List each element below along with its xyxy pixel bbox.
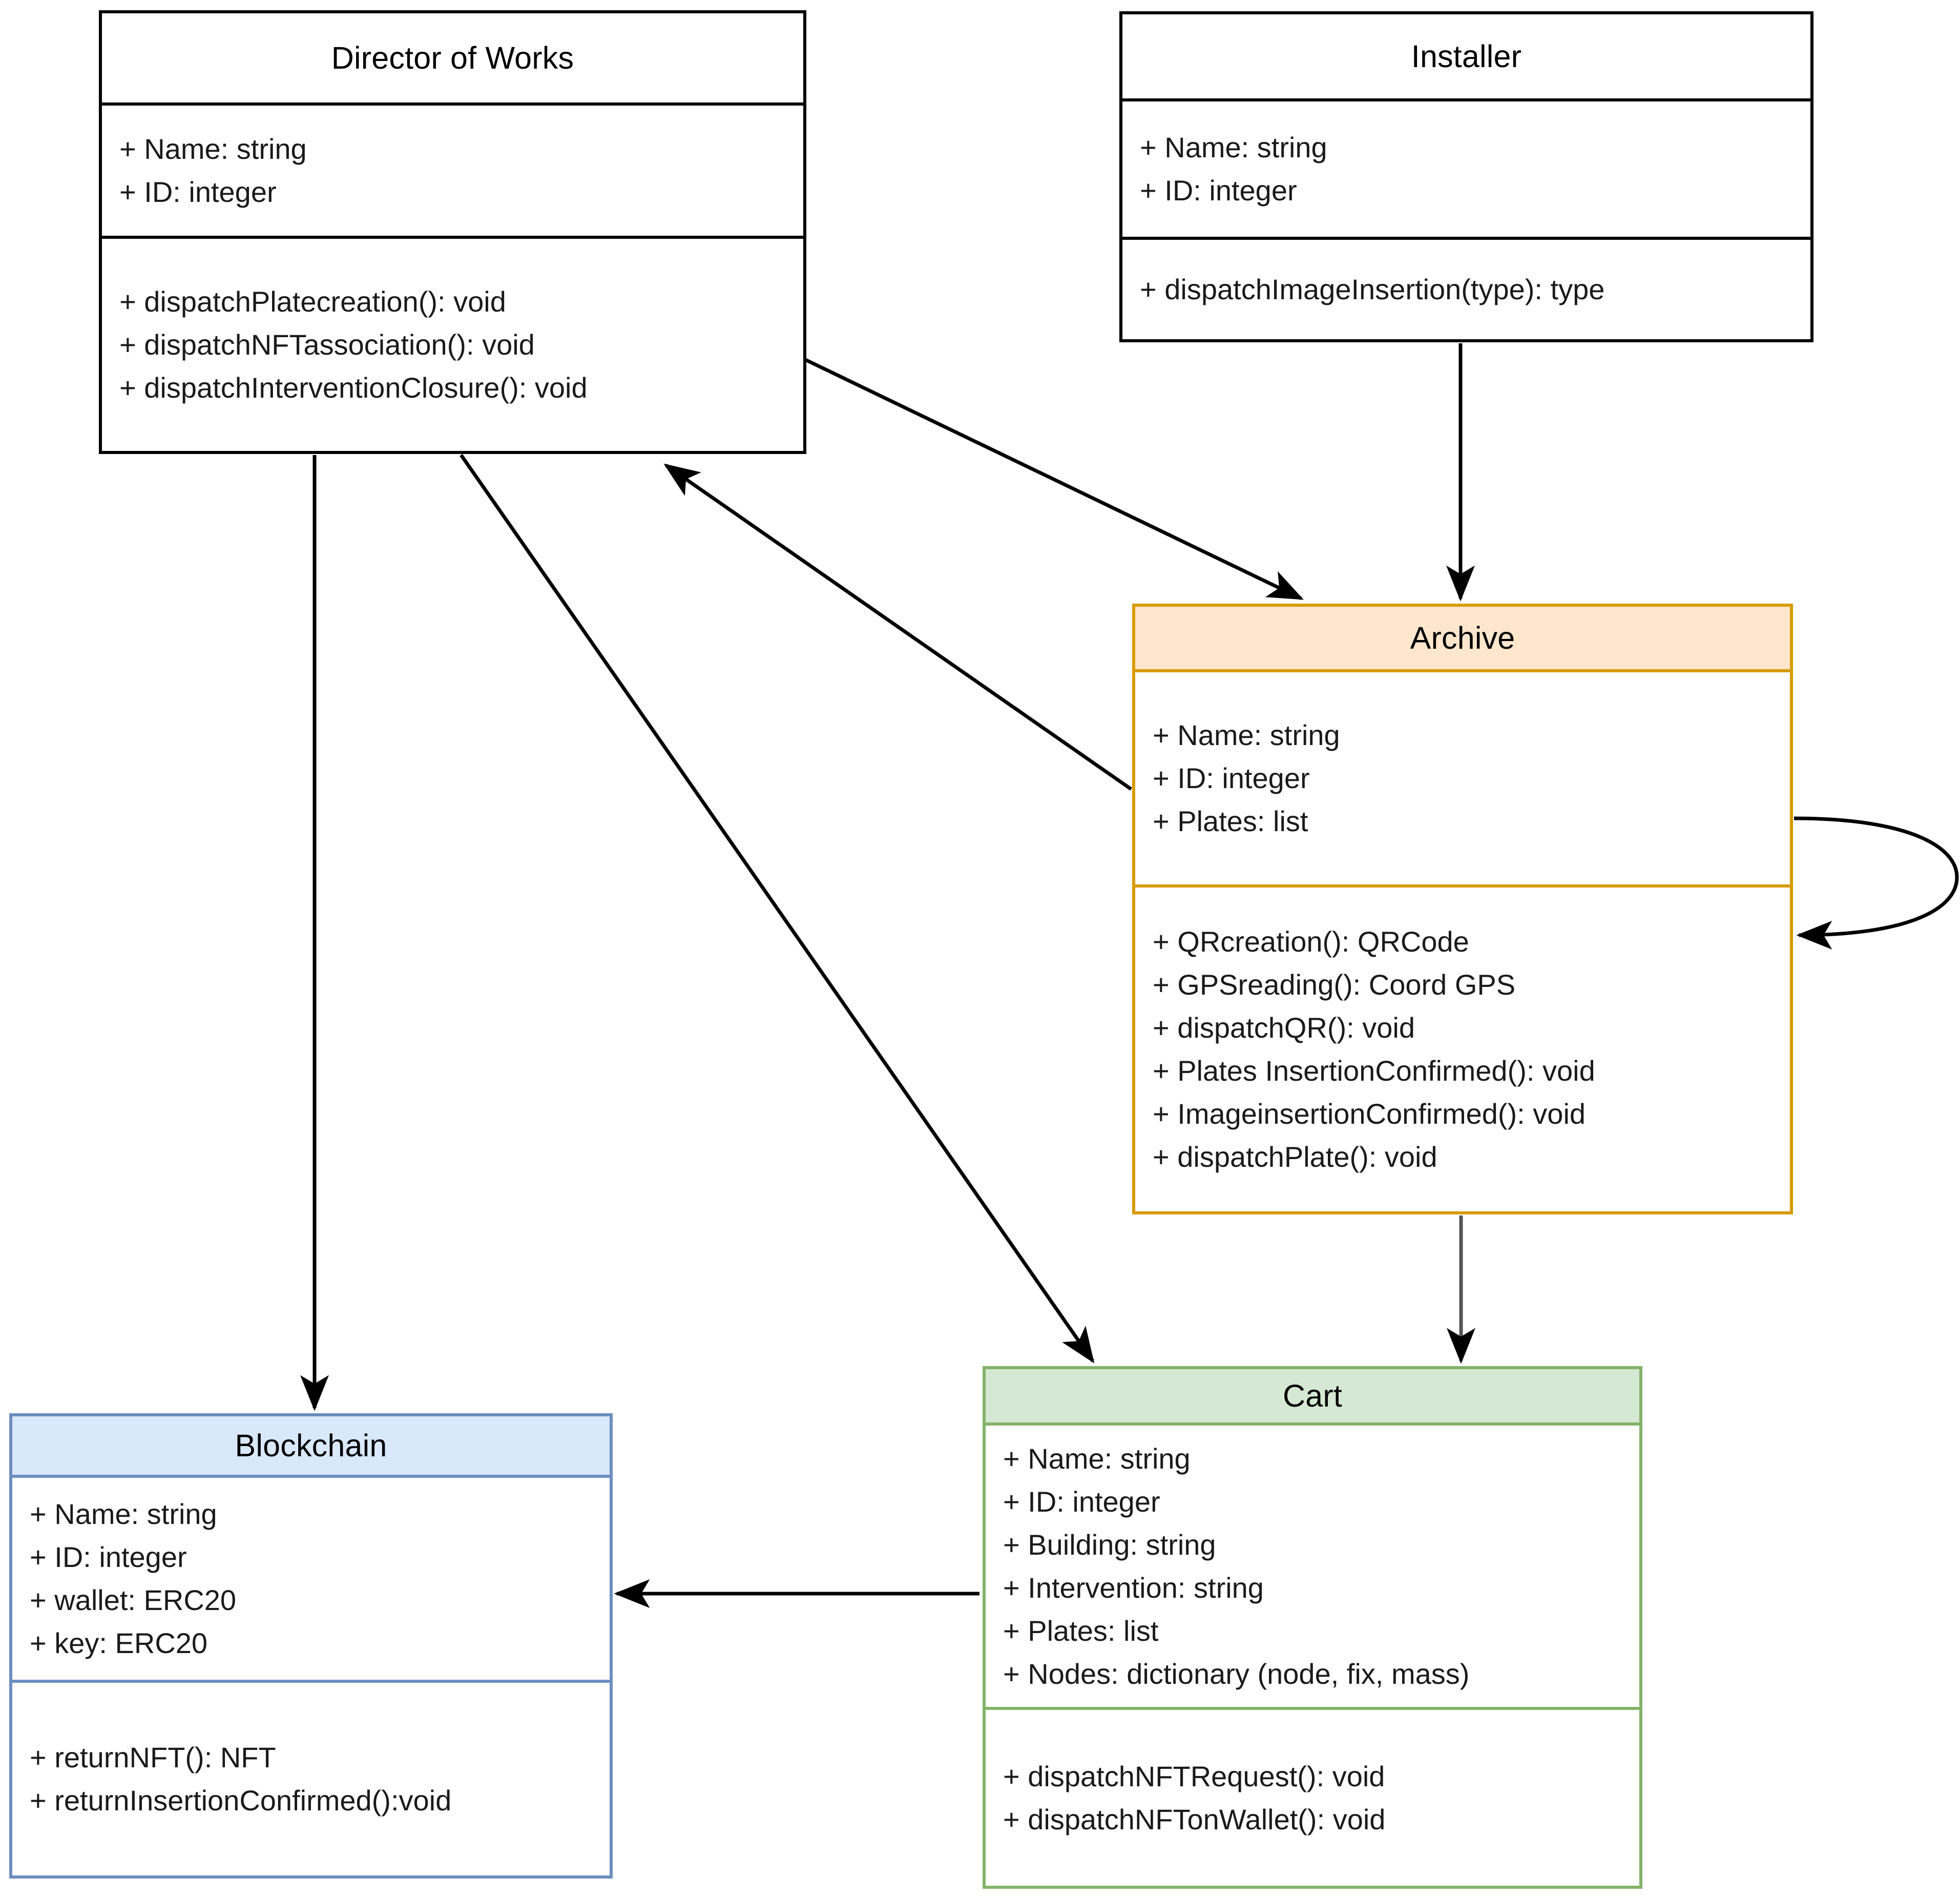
- class-operations-cart: + dispatchNFTRequest(): void + dispatchN…: [986, 1710, 1639, 1886]
- class-title-blockchain: Blockchain: [12, 1416, 610, 1478]
- class-box-blockchain[interactable]: Blockchain + Name: string + ID: integer …: [9, 1413, 613, 1879]
- attribute-item: + Plates: list: [1153, 805, 1308, 837]
- attribute-item: + Intervention: string: [1003, 1571, 1264, 1604]
- operation-item: + dispatchNFTonWallet(): void: [1003, 1803, 1386, 1835]
- class-operations-installer: + dispatchImageInsertion(type): type: [1122, 240, 1810, 339]
- attribute-item: + Name: string: [1003, 1442, 1191, 1475]
- attribute-item: + Name: string: [1140, 131, 1327, 163]
- class-box-cart[interactable]: Cart + Name: string + ID: integer + Buil…: [983, 1366, 1642, 1889]
- attribute-item: + Name: string: [119, 133, 307, 165]
- operation-item: + ImageinsertionConfirmed(): void: [1153, 1098, 1586, 1130]
- class-operations-blockchain: + returnNFT(): NFT + returnInsertionConf…: [12, 1683, 610, 1875]
- operation-item: + dispatchPlatecreation(): void: [119, 285, 506, 318]
- class-attributes-installer: + Name: string + ID: integer: [1122, 101, 1810, 240]
- attribute-item: + Name: string: [1153, 719, 1340, 751]
- attribute-item: + ID: integer: [1003, 1485, 1160, 1518]
- attribute-item: + Name: string: [30, 1498, 217, 1530]
- operation-item: + returnInsertionConfirmed():void: [30, 1784, 452, 1817]
- attribute-item: + ID: integer: [1153, 762, 1310, 794]
- attribute-item: + key: ERC20: [30, 1627, 208, 1659]
- operation-item: + dispatchNFTassociation(): void: [119, 328, 535, 361]
- edge-director-to-archive: [802, 357, 1304, 601]
- attribute-item: + wallet: ERC20: [30, 1584, 237, 1616]
- operation-item: + dispatchNFTRequest(): void: [1003, 1760, 1385, 1792]
- operation-item: + Plates InsertionConfirmed(): void: [1153, 1055, 1595, 1087]
- class-title-installer: Installer: [1122, 14, 1810, 101]
- operation-item: + dispatchImageInsertion(type): type: [1140, 273, 1605, 305]
- edge-archive-to-director: [663, 463, 1132, 791]
- class-operations-archive: + QRcreation(): QRCode + GPSreading(): C…: [1135, 888, 1790, 1211]
- operation-item: + GPSreading(): Coord GPS: [1153, 968, 1516, 1001]
- class-box-installer[interactable]: Installer + Name: string + ID: integer +…: [1119, 11, 1813, 342]
- class-box-archive[interactable]: Archive + Name: string + ID: integer + P…: [1132, 604, 1793, 1214]
- edge-archive-self-loop: [1794, 816, 1959, 950]
- attribute-item: + Building: string: [1003, 1528, 1216, 1561]
- operation-item: + dispatchQR(): void: [1153, 1012, 1415, 1044]
- operation-item: + QRcreation(): QRCode: [1153, 925, 1469, 958]
- edge-director-to-cart: [460, 453, 1095, 1364]
- class-attributes-cart: + Name: string + ID: integer + Building:…: [986, 1426, 1639, 1710]
- class-attributes-archive: + Name: string + ID: integer + Plates: l…: [1135, 672, 1790, 888]
- attribute-item: + ID: integer: [1140, 174, 1297, 207]
- attribute-item: + ID: integer: [30, 1541, 187, 1573]
- attribute-item: + Nodes: dictionary (node, fix, mass): [1003, 1657, 1470, 1690]
- class-title-director-of-works: Director of Works: [102, 13, 803, 106]
- operation-item: + dispatchPlate(): void: [1153, 1141, 1437, 1173]
- attribute-item: + Plates: list: [1003, 1614, 1159, 1647]
- attribute-item: + ID: integer: [119, 176, 277, 208]
- class-title-cart: Cart: [986, 1369, 1639, 1426]
- class-attributes-director-of-works: + Name: string + ID: integer: [102, 106, 803, 239]
- operation-item: + returnNFT(): NFT: [30, 1741, 276, 1773]
- class-attributes-blockchain: + Name: string + ID: integer + wallet: E…: [12, 1478, 610, 1683]
- class-title-archive: Archive: [1135, 607, 1790, 672]
- class-box-director-of-works[interactable]: Director of Works + Name: string + ID: i…: [99, 10, 806, 454]
- class-operations-director-of-works: + dispatchPlatecreation(): void + dispat…: [102, 239, 803, 451]
- operation-item: + dispatchInterventionClosure(): void: [119, 372, 588, 404]
